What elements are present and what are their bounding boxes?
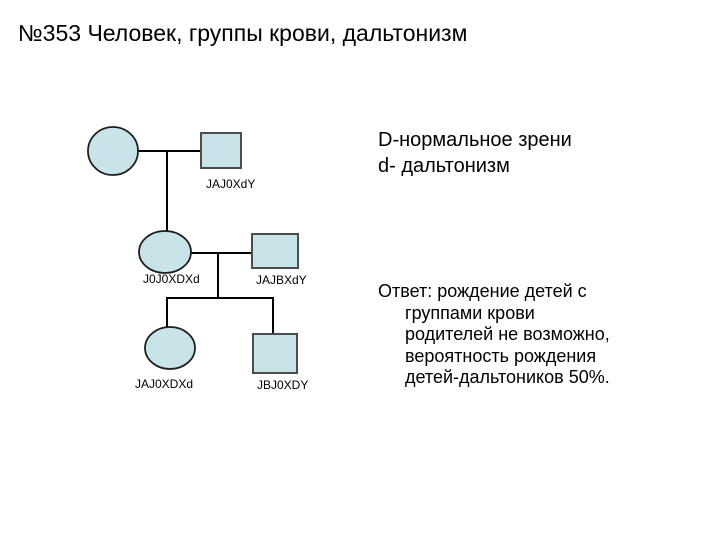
genotype-label-I2: JAJ0XdY	[206, 177, 255, 191]
female-III1-shape	[144, 326, 196, 370]
answer-line: Ответ: рождение детей с	[378, 281, 587, 301]
answer-block: Ответ: рождение детей с группами крови р…	[378, 281, 708, 389]
genotype-label-II2: JAJBXdY	[256, 273, 307, 287]
legend-line-recessive: d- дальтонизм	[378, 155, 510, 177]
genotype-label-III1: JAJ0XDXd	[135, 377, 193, 391]
page-title: №353 Человек, группы крови, дальтонизм	[18, 20, 468, 46]
answer-line: группами крови	[405, 302, 535, 323]
legend-block: D-нормальное зрени d- дальтонизм	[378, 127, 572, 179]
answer-line: родителей не возможно,	[405, 324, 610, 344]
pedigree-connectors	[138, 150, 274, 335]
genotype-label-III2: JBJ0XDY	[257, 378, 308, 392]
female-I1-shape	[87, 126, 139, 176]
answer-line: детей-дальтоников 50%.	[405, 367, 610, 387]
male-I2-shape	[200, 132, 242, 169]
legend-line-dominant: D-нормальное зрени	[378, 129, 572, 151]
answer-line: вероятность рождения	[405, 345, 597, 366]
female-II1-shape	[138, 230, 192, 274]
male-III2-shape	[252, 333, 298, 374]
genotype-label-II1: J0J0XDXd	[143, 272, 200, 286]
male-II2-shape	[251, 233, 299, 269]
